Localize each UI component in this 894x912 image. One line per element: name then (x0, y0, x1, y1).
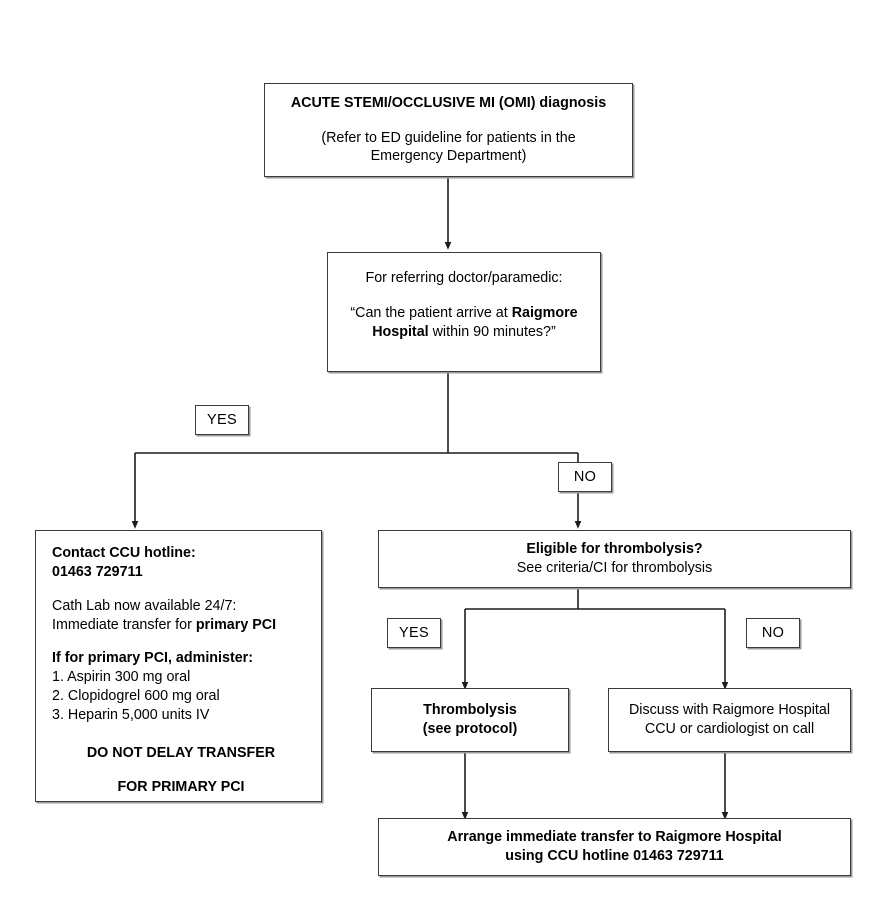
node-referral-question: For referring doctor/paramedic: “Can the… (327, 252, 601, 372)
discuss-line-2: CCU or cardiologist on call (644, 721, 815, 737)
referral-question-part-1: “Can the patient arrive at (350, 304, 512, 321)
ccu-drug-item-2: 2. Clopidogrel 600 mg oral (52, 688, 220, 705)
ccu-warning-line-1: DO NOT DELAY TRANSFER (86, 744, 276, 761)
thrombolysis-line-2: (see protocol) (422, 721, 518, 737)
referral-prompt: For referring doctor/paramedic: (365, 270, 563, 286)
arrange-transfer-line-2: using CCU hotline 01463 729711 (505, 848, 724, 864)
node-acute-stemi-diagnosis: ACUTE STEMI/OCCLUSIVE MI (OMI) diagnosis… (264, 83, 633, 177)
ccu-cath-lab-bold: primary PCI (195, 616, 277, 633)
edge-label-yes-upper: YES (195, 405, 249, 435)
eligibility-heading: Eligible for thrombolysis? (526, 541, 703, 558)
diagnosis-note-line-2: Emergency Department) (370, 148, 527, 165)
ccu-administer-heading: If for primary PCI, administer: (52, 650, 253, 667)
edge-label-yes-lower: YES (387, 618, 441, 648)
referral-question-part-2: within 90 minutes?” (428, 323, 556, 340)
ccu-warning-line-2: FOR PRIMARY PCI (117, 778, 245, 795)
diagnosis-heading: ACUTE STEMI/OCCLUSIVE MI (OMI) diagnosis (290, 94, 607, 111)
ccu-heading-line-2: 01463 729711 (52, 563, 143, 580)
ccu-cath-lab-line-2: Immediate transfer for primary PCI (52, 616, 321, 635)
arrange-transfer-line-1: Arrange immediate transfer to Raigmore H… (447, 829, 782, 846)
node-thrombolysis-eligibility: Eligible for thrombolysis? See criteria/… (378, 530, 851, 588)
ccu-drug-item-3: 3. Heparin 5,000 units IV (52, 707, 210, 724)
edge-label-no-upper: NO (558, 462, 612, 492)
ccu-cath-lab-prefix: Immediate transfer for (52, 616, 196, 633)
ccu-heading-line-1: Contact CCU hotline: (52, 545, 196, 561)
node-arrange-immediate-transfer: Arrange immediate transfer to Raigmore H… (378, 818, 851, 876)
edge-label-no-lower: NO (746, 618, 800, 648)
ccu-drug-item-1: 1. Aspirin 300 mg oral (52, 669, 191, 686)
node-discuss-with-raigmore: Discuss with Raigmore Hospital CCU or ca… (608, 688, 851, 752)
diagnosis-note-line-1: (Refer to ED guideline for patients in t… (321, 129, 576, 146)
thrombolysis-line-1: Thrombolysis (423, 702, 517, 719)
node-thrombolysis: Thrombolysis (see protocol) (371, 688, 569, 752)
referral-question-bold-2: Hospital (372, 323, 429, 340)
eligibility-subtext: See criteria/CI for thrombolysis (516, 560, 713, 576)
ccu-cath-lab-line-1: Cath Lab now available 24/7: (52, 597, 237, 614)
node-ccu-hotline-instructions: Contact CCU hotline: 01463 729711 Cath L… (35, 530, 322, 802)
discuss-line-1: Discuss with Raigmore Hospital (628, 702, 830, 719)
referral-question-bold-1: Raigmore (511, 304, 578, 321)
